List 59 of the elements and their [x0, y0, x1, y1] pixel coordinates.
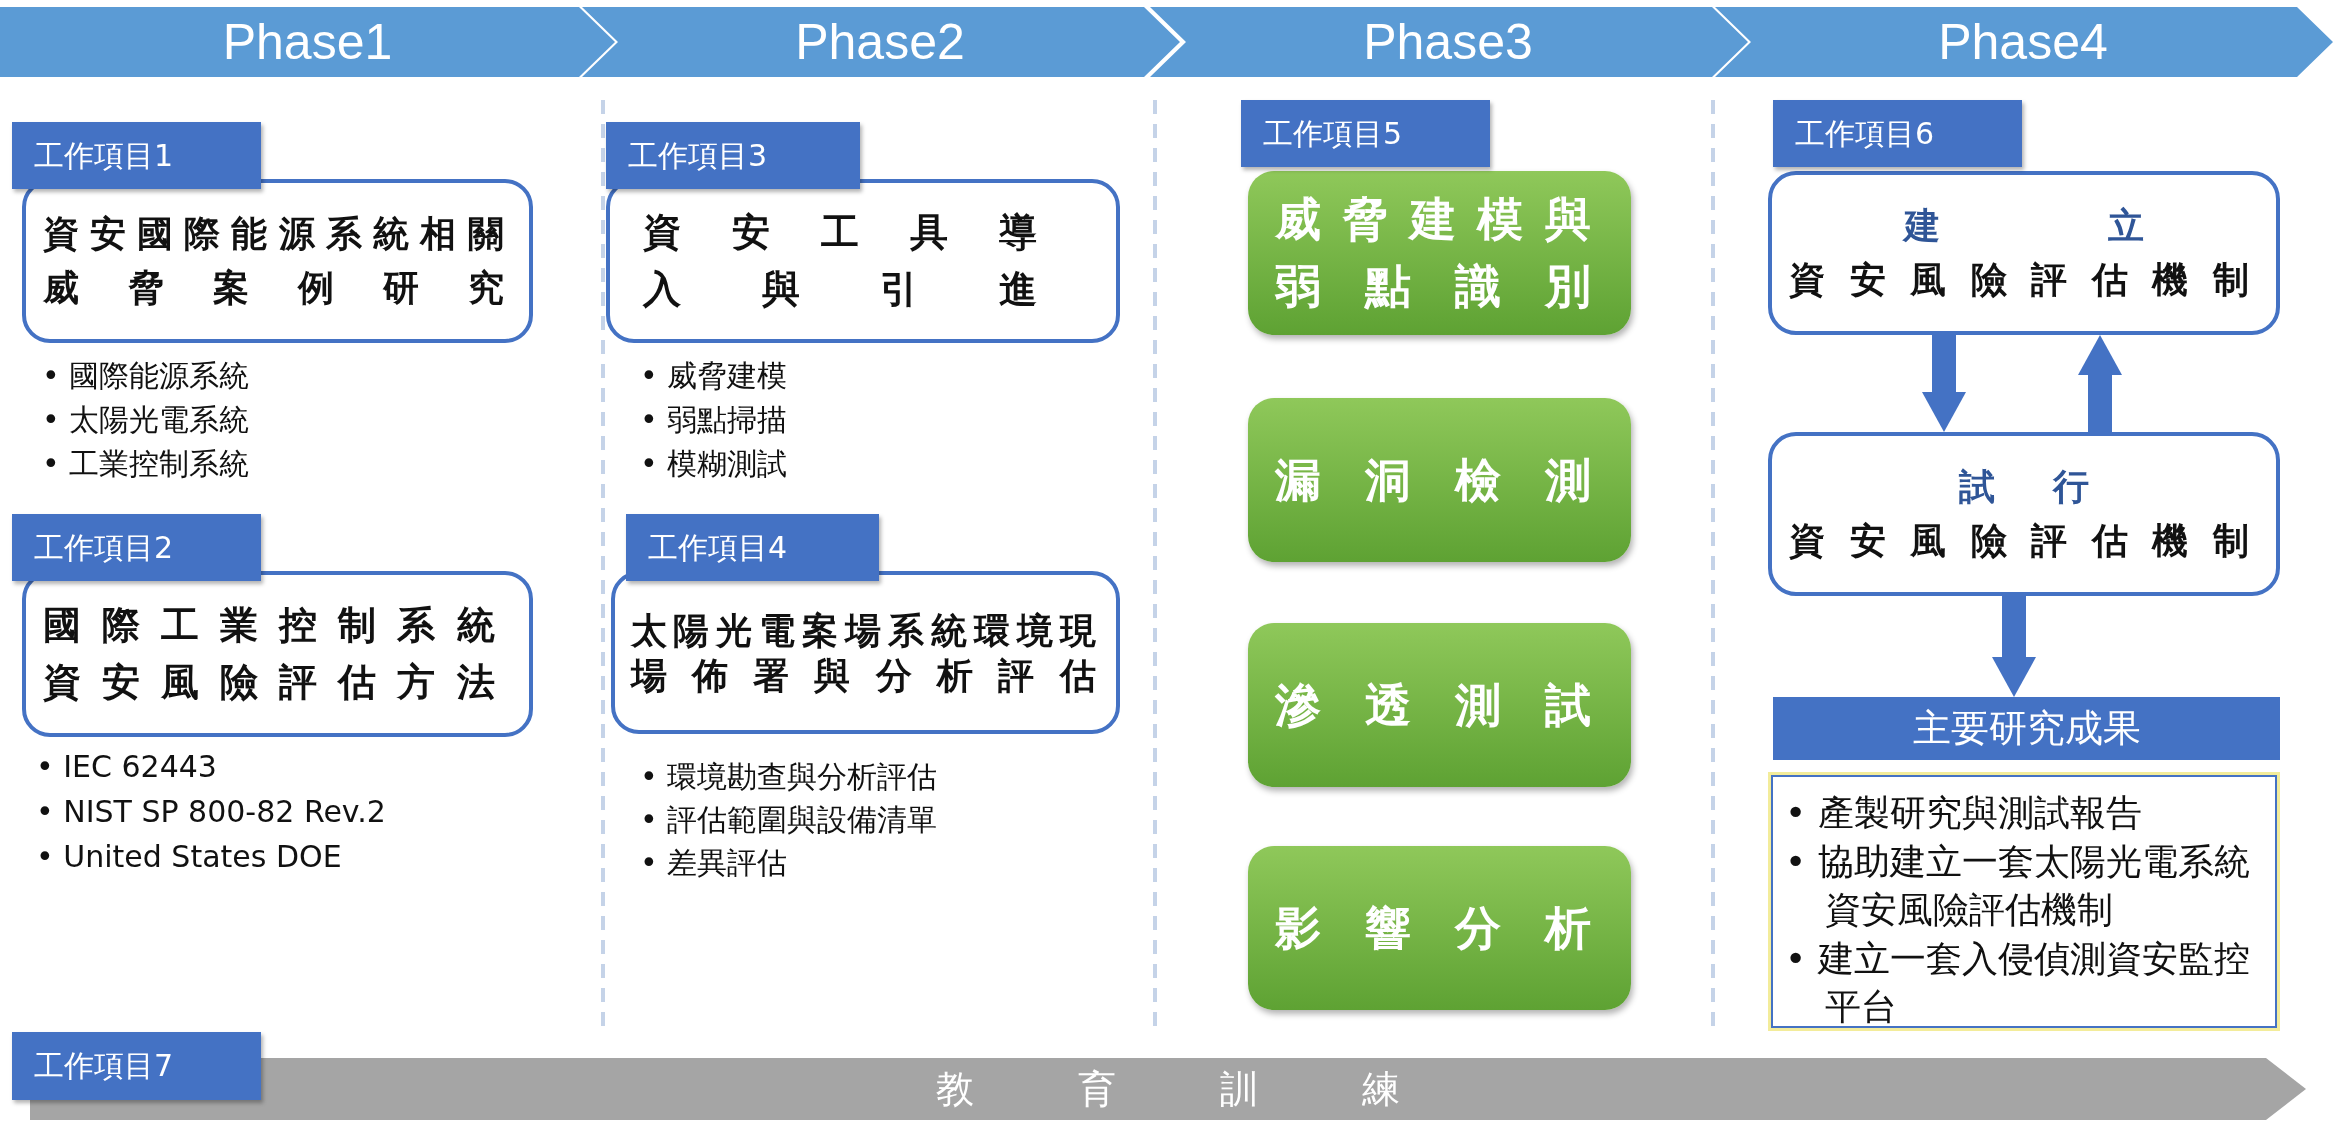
bullet-item: • 弱點掃描: [640, 401, 788, 439]
activity-box: [1248, 623, 1631, 787]
bullet-item: • 差異評估: [640, 844, 788, 882]
task-title: 資安國際能源系統相關威脅案例研究: [42, 212, 513, 310]
work-item-tag: 工作項目4: [626, 514, 879, 581]
phase-label: Phase3: [1363, 13, 1533, 71]
bullet-item: • 太陽光電系統: [42, 401, 250, 439]
results-header: [1773, 697, 2280, 760]
task-box: [22, 571, 533, 737]
bullet-item: • 評估範圍與設備清單: [640, 801, 938, 839]
bullet-item: • United States DOE: [36, 839, 342, 874]
phase-label: Phase1: [222, 13, 393, 71]
activity-box: [1248, 398, 1631, 562]
activity-box: [1248, 171, 1631, 335]
task-box: [611, 571, 1120, 734]
result-item: • 協助建立一套太陽光電系統資安風險評估機制: [1785, 839, 2251, 933]
bullet-item: • 工業控制系統: [42, 445, 250, 483]
results-box: [1768, 772, 2280, 1031]
bullet-item: • 模糊測試: [640, 445, 788, 483]
task-box: [22, 179, 533, 343]
phase-header-band: [580, 7, 1180, 77]
activity-label: 漏洞檢測: [1274, 451, 1605, 509]
result-item: • 建立一套入侵偵測資安監控平台: [1785, 936, 2251, 1030]
result-item: • 產製研究與測試報告: [1785, 791, 2143, 835]
bullet-item: • IEC 62443: [36, 749, 217, 784]
bullet-item: • 威脅建模: [640, 357, 788, 395]
work-item-tag: 工作項目7: [12, 1032, 261, 1100]
task-heading: 試行: [1959, 465, 2089, 509]
band-label: 教育訓練: [936, 1065, 1504, 1113]
phase-header-band: [0, 7, 615, 77]
task-box: [1768, 432, 2280, 596]
work-item-tag: 工作項目5: [1241, 100, 1490, 167]
bullet-item: • 環境勘查與分析評估: [640, 758, 938, 796]
activity-label: 威脅建模與弱點識別: [1274, 191, 1605, 315]
phase-label: Phase4: [1938, 13, 2108, 71]
results-heading: 主要研究成果: [1912, 705, 2141, 752]
task-title: 資安風險評估機制: [1789, 258, 2259, 302]
work-item-tag: 工作項目6: [1773, 100, 2022, 167]
work-item-tag: 工作項目2: [12, 514, 261, 581]
bullet-item: • NIST SP 800-82 Rev.2: [36, 794, 386, 829]
task-title: 資安工具導入與引進: [643, 209, 1083, 313]
task-box: [1768, 171, 2280, 335]
work-item-tag: 工作項目3: [606, 122, 860, 189]
activity-label: 影響分析: [1274, 899, 1605, 957]
phase-label: Phase2: [795, 13, 965, 71]
activity-box: [1248, 846, 1631, 1010]
block-arrow: [1922, 335, 1966, 432]
task-box: [606, 179, 1120, 343]
task-title: 太陽光電案場系統環境現場佈署與分析評估: [630, 608, 1101, 698]
activity-label: 滲透測試: [1274, 676, 1605, 734]
task-heading: 建立: [1904, 204, 2144, 248]
bullet-item: • 國際能源系統: [42, 357, 250, 395]
phase-header-band: [1148, 7, 1748, 77]
block-arrow: [1992, 596, 2036, 697]
task-title: 資安風險評估機制: [1789, 519, 2259, 563]
work-item-tag: 工作項目1: [12, 122, 261, 189]
block-arrow: [2078, 335, 2122, 432]
task-title: 國際工業控制系統資安風險評估方法: [42, 602, 513, 706]
phase-header-band: [1713, 7, 2333, 77]
